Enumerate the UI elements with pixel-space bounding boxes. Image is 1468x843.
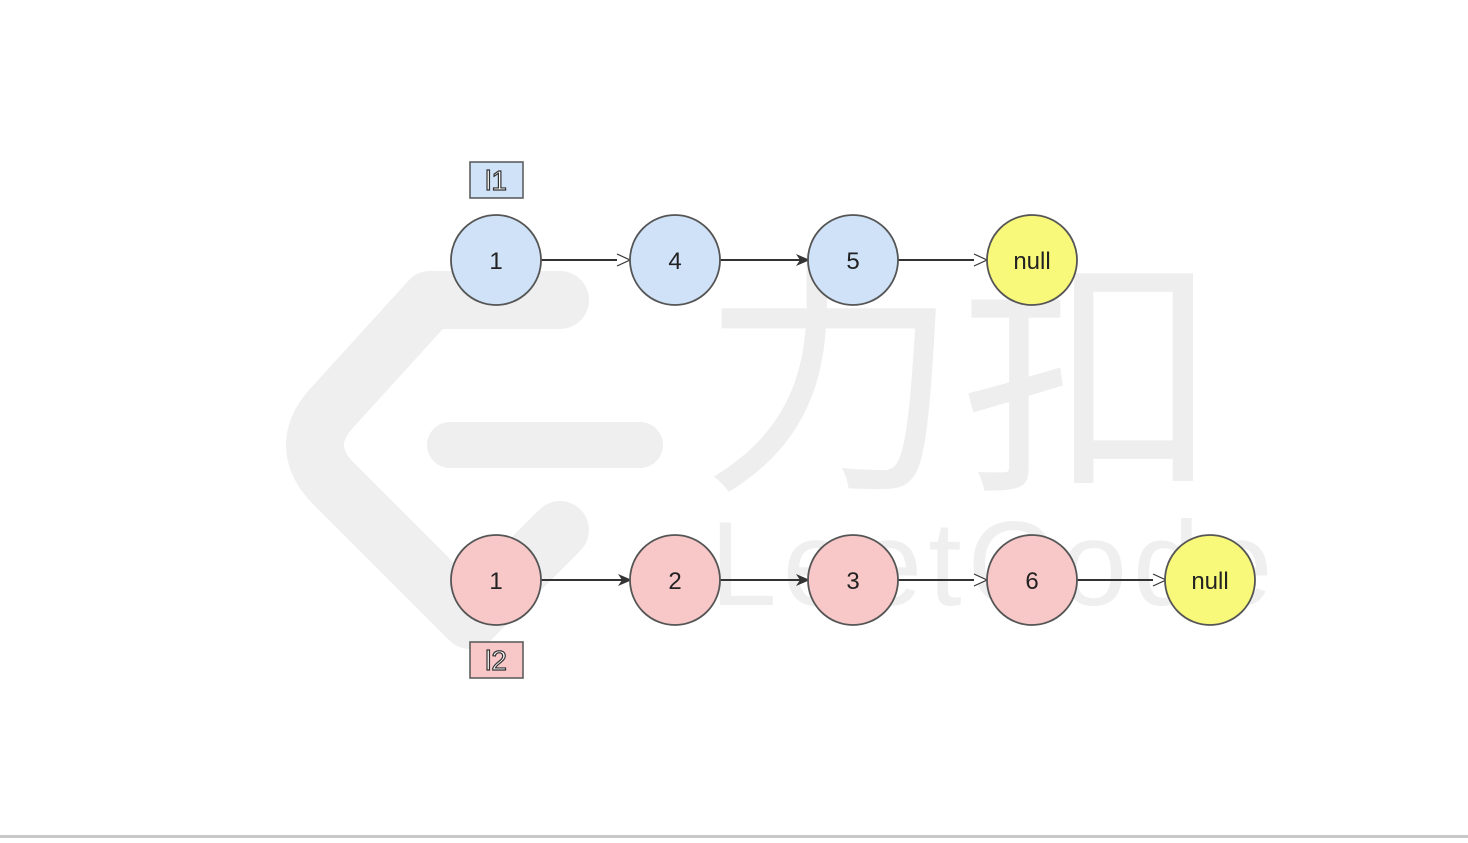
l2-list: 1 2 3 6 null [450,534,1256,626]
l2-label-text: l2 [485,645,507,676]
l1-node-1-value: 1 [489,248,502,275]
l2-null-value: null [1191,568,1228,595]
l1-null-node: null [986,214,1078,306]
leetcode-watermark: 力扣 LeetCode [286,230,1272,649]
l1-list: 1 4 5 null [450,214,1078,306]
l2-null-node: null [1164,534,1256,626]
l1-node-2-value: 4 [668,248,681,275]
l2-node-2: 2 [629,534,721,626]
l1-node-3: 5 [807,214,899,306]
l1-node-1: 1 [450,214,542,306]
l2-node-4-value: 6 [1025,568,1038,595]
l2-label-box: l2 [469,641,524,679]
l1-label-text: l1 [485,165,507,196]
l2-node-2-value: 2 [668,568,681,595]
l2-node-3: 3 [807,534,899,626]
l2-node-4: 6 [986,534,1078,626]
leetcode-logo-icon [286,271,589,649]
l2-node-1-value: 1 [489,568,502,595]
l1-null-value: null [1013,248,1050,275]
watermark-cn-text: 力扣 [700,230,1220,532]
l1-label-box: l1 [469,161,524,199]
l2-node-1: 1 [450,534,542,626]
l1-node-2: 4 [629,214,721,306]
l1-node-3-value: 5 [846,248,859,275]
l2-node-3-value: 3 [846,568,859,595]
bottom-border [0,835,1468,838]
